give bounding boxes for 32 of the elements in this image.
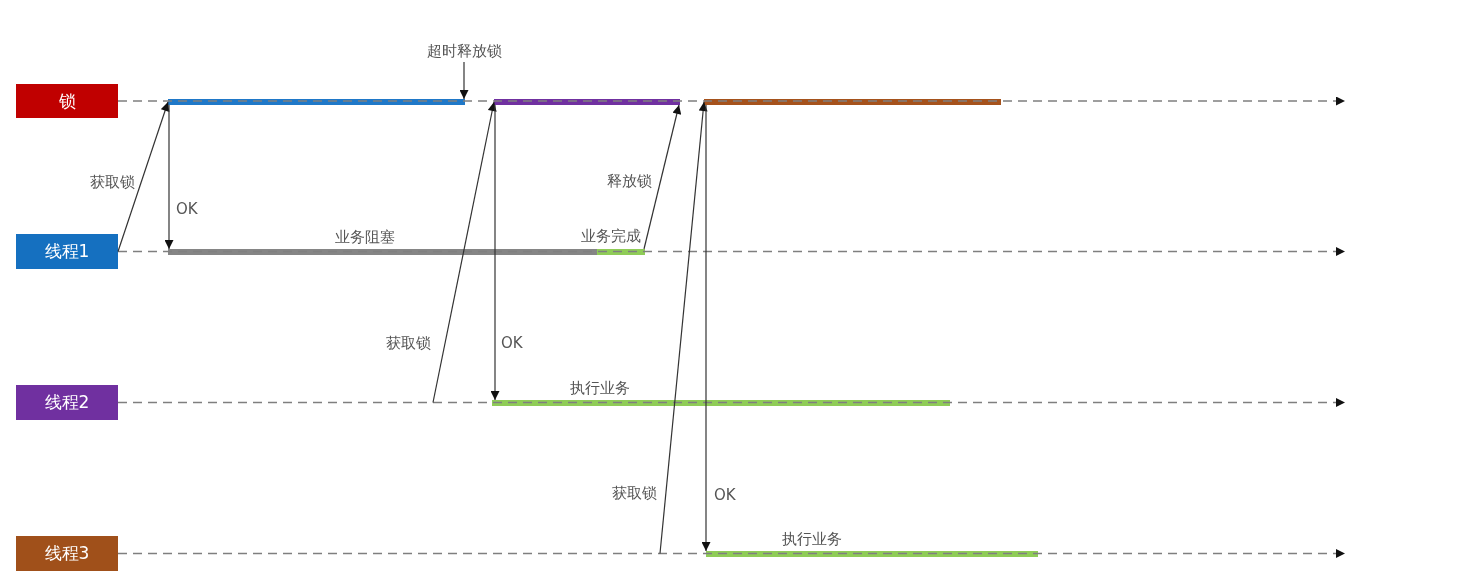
- arrow: [459, 61, 469, 100]
- timeline-bar: [168, 249, 597, 255]
- bar-label: 业务阻塞: [335, 227, 395, 247]
- timeline-bar: [492, 400, 950, 406]
- bar-label: 执行业务: [782, 529, 842, 549]
- arrow: [490, 104, 500, 401]
- edge-label: 获取锁: [89, 172, 135, 192]
- timeline-bar: [168, 99, 465, 105]
- timeline-arrow: [117, 398, 1346, 407]
- arrow: [117, 101, 170, 253]
- timeline-bar: [704, 99, 1001, 105]
- arrow: [432, 101, 497, 404]
- timeline-arrow: [117, 549, 1346, 558]
- timeline-bar: [706, 551, 1038, 557]
- edge-label: 获取锁: [611, 483, 657, 503]
- arrow: [164, 104, 174, 250]
- edge-label: 获取锁: [385, 333, 431, 353]
- timeline-bar: [597, 249, 645, 255]
- participant-box: 线程1: [16, 234, 118, 269]
- arrow: [659, 101, 708, 555]
- timeline-arrow: [117, 247, 1346, 256]
- bar-label: 执行业务: [570, 378, 630, 398]
- arrow: [643, 104, 682, 250]
- timeline-arrow: [117, 96, 1346, 106]
- arrow: [701, 104, 711, 552]
- timeline-bar: [494, 99, 680, 105]
- annotation-label: 超时释放锁: [424, 40, 504, 62]
- participant-box: 锁: [16, 84, 118, 118]
- bar-label: 业务完成: [581, 226, 641, 246]
- edge-label: 释放锁: [606, 171, 652, 191]
- participant-box: 线程2: [16, 385, 118, 420]
- participant-box: 线程3: [16, 536, 118, 571]
